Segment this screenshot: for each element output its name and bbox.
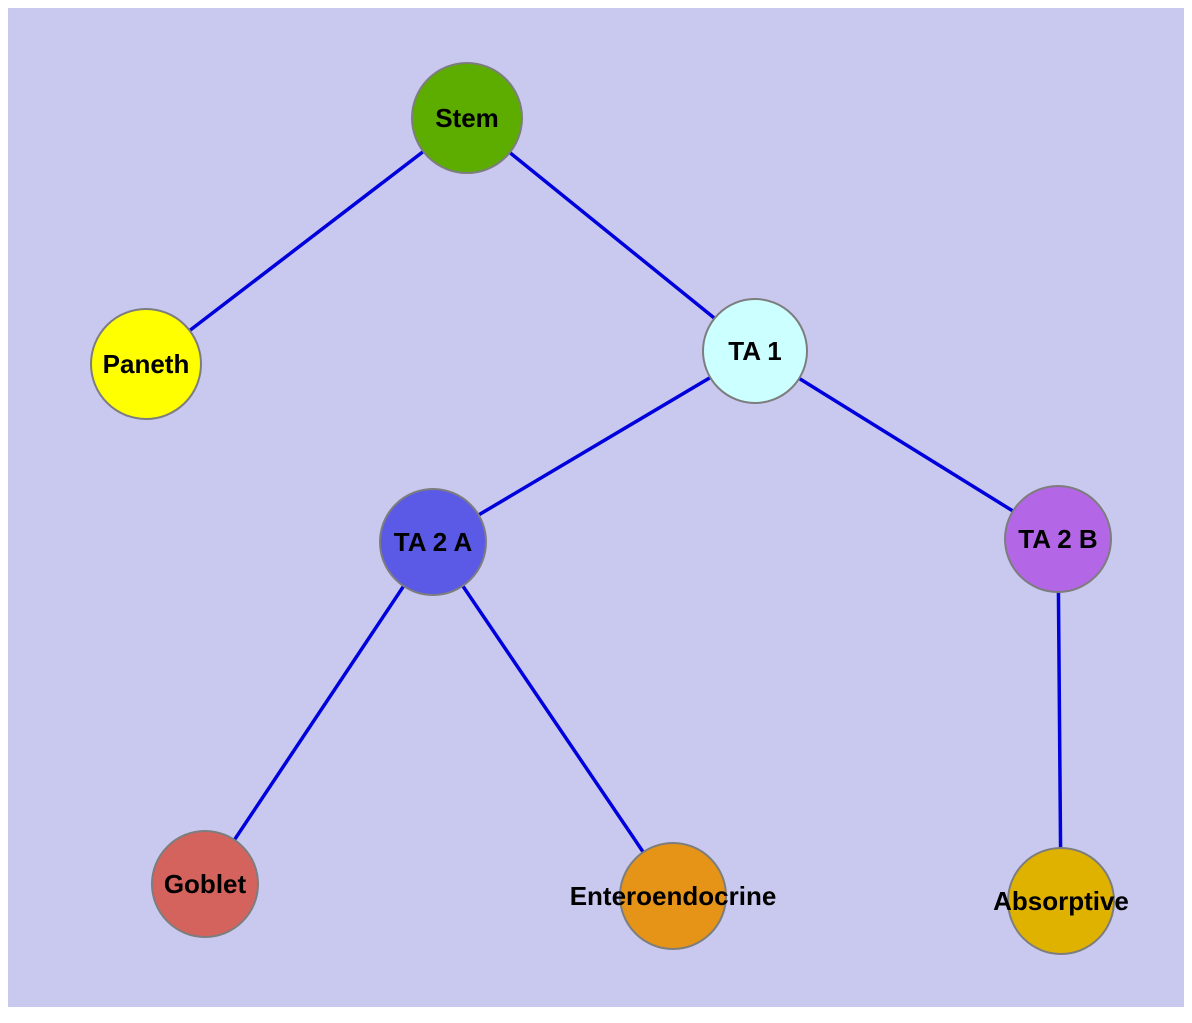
- edge-stem-paneth: [144, 116, 469, 366]
- node-label-ta2b: TA 2 B: [1018, 524, 1097, 554]
- node-absorptive: [1007, 847, 1115, 955]
- edge-ta1-ta2b: [753, 349, 1060, 541]
- node-label-paneth: Paneth: [103, 349, 190, 379]
- node-label-absorptive: Absorptive: [993, 886, 1129, 916]
- node-label-goblet: Goblet: [164, 869, 247, 899]
- node-paneth: [90, 308, 202, 420]
- node-label-ta2a: TA 2 A: [394, 527, 473, 557]
- node-label-enteroendocrine: Enteroendocrine: [570, 881, 777, 911]
- edge-ta2b-absorptive: [1056, 537, 1063, 903]
- node-ta2a: [379, 488, 487, 596]
- edge-stem-ta1: [465, 116, 757, 353]
- edge-ta1-ta2a: [431, 349, 757, 544]
- node-goblet: [151, 830, 259, 938]
- node-ta2b: [1004, 485, 1112, 593]
- node-ta1: [702, 298, 808, 404]
- node-label-stem: Stem: [435, 103, 499, 133]
- edge-ta2a-goblet: [203, 540, 435, 886]
- edge-ta2a-enteroendocrine: [431, 540, 675, 898]
- node-stem: [411, 62, 523, 174]
- node-label-ta1: TA 1: [728, 336, 781, 366]
- node-enteroendocrine: [619, 842, 727, 950]
